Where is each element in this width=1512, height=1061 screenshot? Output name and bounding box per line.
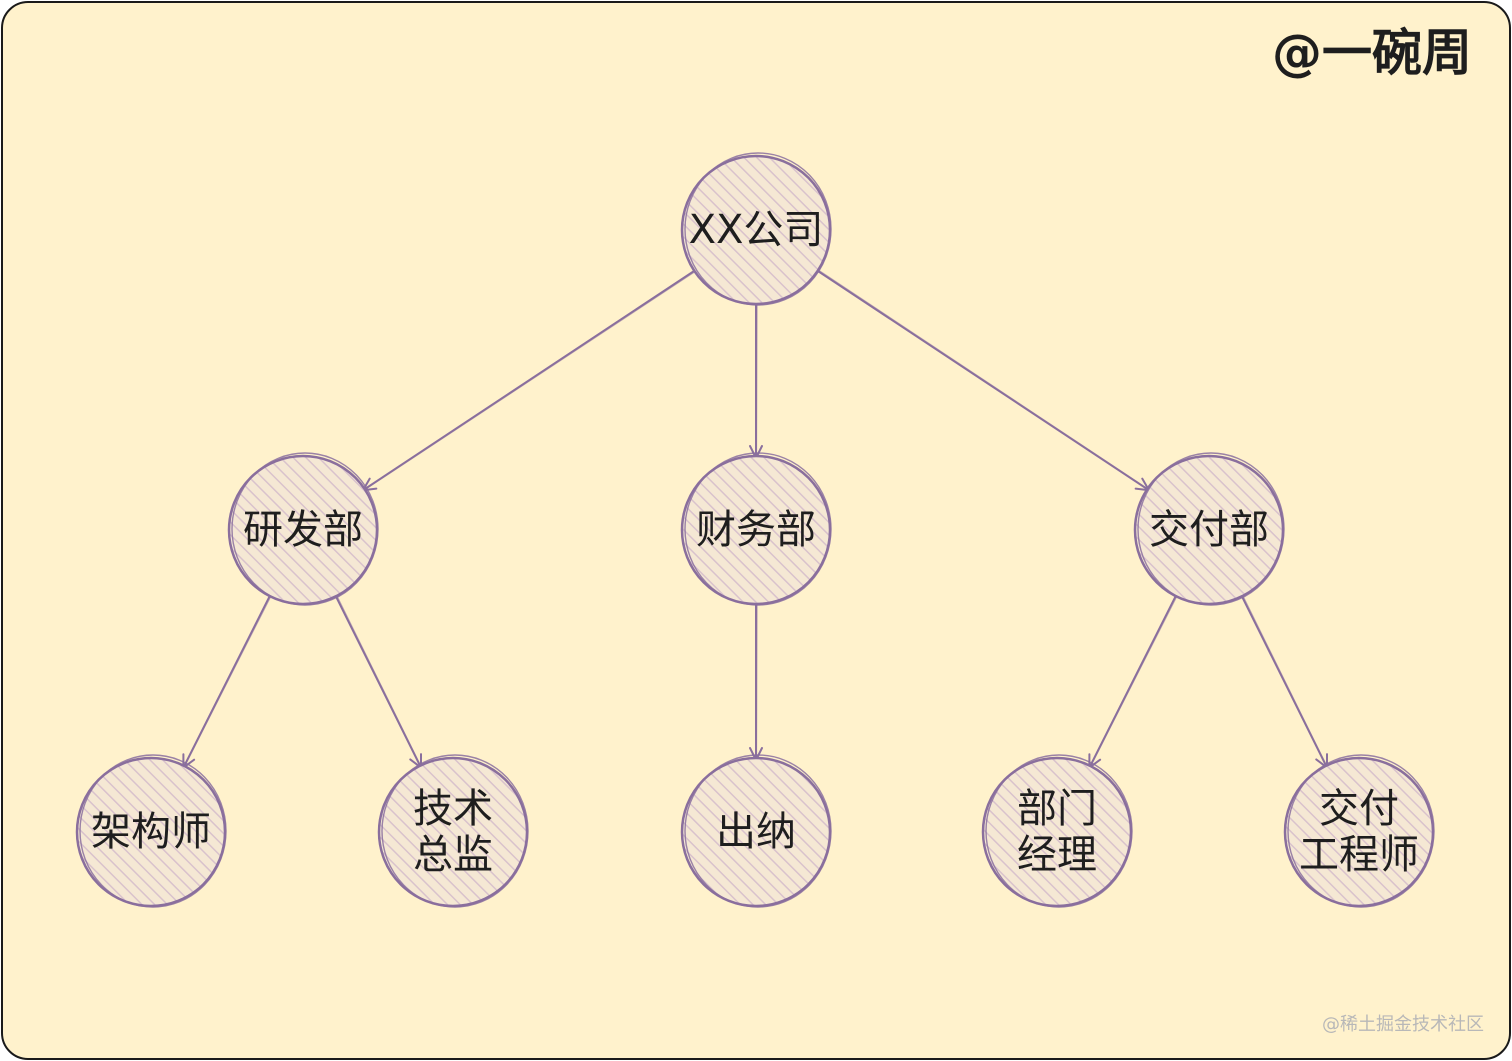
node-circle-sketch (684, 452, 832, 606)
edge-line-sketch (336, 595, 423, 768)
watermark: @稀土掘金技术社区 (1322, 1014, 1484, 1035)
node-circle-sketch (684, 754, 832, 908)
node-rd: 研发部 (227, 452, 379, 606)
node-label: XX公司 (689, 207, 824, 253)
edge-line-sketch (756, 603, 758, 761)
node-label: 财务部 (696, 507, 816, 553)
node-circle (1133, 454, 1285, 606)
node-circle (680, 454, 832, 606)
node-label: 工程师 (1299, 832, 1419, 878)
edge-line-sketch (756, 303, 758, 459)
node-finance: 财务部 (680, 452, 832, 606)
edges-layer (182, 269, 1329, 769)
edge-line (1088, 595, 1177, 769)
node-circle (227, 454, 379, 606)
node-label: 部门 (1017, 786, 1097, 832)
node-circle-sketch (985, 754, 1133, 908)
node-circle (75, 756, 227, 908)
node-circle-sketch (1137, 452, 1285, 606)
node-label: 交付部 (1149, 507, 1269, 553)
node-label: 交付 (1319, 786, 1399, 832)
edge-line (182, 595, 271, 769)
node-label: 经理 (1017, 832, 1097, 878)
author-mark: @一碗周 (1272, 24, 1472, 82)
node-cashier: 出纳 (680, 754, 832, 908)
node-circle (981, 756, 1133, 908)
edge-line (334, 595, 422, 769)
edge-line-sketch (183, 596, 272, 769)
node-circle-sketch (684, 152, 832, 306)
node-circle-sketch (79, 754, 227, 908)
node-architect: 架构师 (75, 754, 227, 908)
nodes-layer: XX公司研发部财务部交付部架构师技术总监出纳部门经理交付工程师 (75, 152, 1435, 908)
edge-line (816, 269, 1150, 492)
node-label: 研发部 (243, 507, 363, 553)
node-circle (377, 756, 529, 908)
node-circle (680, 154, 832, 306)
node-circle-sketch (231, 452, 379, 606)
edge-line-sketch (1242, 595, 1329, 768)
edge-line-sketch (817, 269, 1150, 491)
node-circle-sketch (381, 754, 529, 908)
node-circle (1283, 756, 1435, 908)
node-label: 出纳 (716, 809, 796, 855)
node-circle-sketch (1287, 754, 1435, 908)
edge-line (1240, 595, 1328, 769)
node-label: 架构师 (91, 809, 211, 855)
node-label: 总监 (413, 832, 493, 878)
edge-line-sketch (1089, 596, 1178, 769)
edge-line (362, 269, 696, 492)
node-company: XX公司 (680, 152, 832, 306)
node-delivery: 交付部 (1133, 452, 1285, 606)
node-label: 技术 (413, 786, 493, 832)
node-circle (680, 756, 832, 908)
edge-line-sketch (362, 271, 696, 492)
